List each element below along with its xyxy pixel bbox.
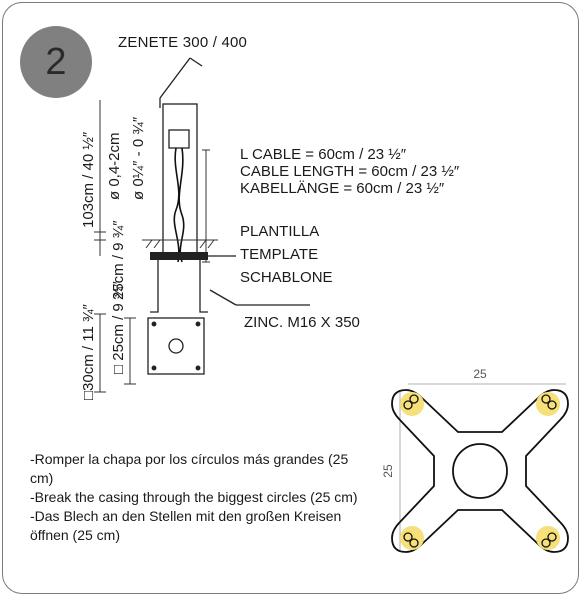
plate-center-hole [452, 443, 508, 499]
corner-hole-highlights [400, 392, 560, 550]
template-label-es: PLANTILLA [240, 223, 320, 240]
height-label: 103cm / 40 ½″ [80, 131, 97, 228]
anchor-bolts [150, 260, 310, 313]
corner-holes [403, 394, 557, 548]
cable-diameter-in-label: ø 0¼″ - 0 ¾″ [130, 116, 147, 200]
template-plate [150, 252, 208, 260]
step-number-badge: 2 [20, 26, 92, 98]
anchor-square-label: 25cm / 9 ¾″ [110, 220, 127, 300]
lamp-head-outline [159, 57, 203, 108]
model-title: ZENETE 300 / 400 [118, 34, 248, 51]
note-de: -Das Blech an den Stellen mit den großen… [30, 508, 342, 543]
plate-outline [391, 389, 569, 553]
height-dimension [94, 100, 106, 256]
template-label-en: TEMPLATE [240, 246, 319, 263]
cable-length-dimension [202, 149, 210, 263]
plate-width-label: 25 [473, 367, 487, 381]
template-label-block: PLANTILLA TEMPLATE SCHABLONE [240, 220, 333, 289]
cable-length-de: KABELLÄNGE = 60cm / 23 ½″ [240, 180, 445, 197]
template-label-de: SCHABLONE [240, 269, 333, 286]
ground-hatch [142, 239, 218, 249]
cable-length-block: L CABLE = 60cm / 23 ½″ CABLE LENGTH = 60… [240, 146, 459, 197]
note-es: -Romper la chapa por los círculos más gr… [30, 451, 349, 486]
note-en: -Break the casing through the biggest ci… [30, 489, 358, 505]
base-square-outer-label: □30cm / 11 ¾″ [80, 304, 97, 400]
instruction-notes: -Romper la chapa por los círculos más gr… [30, 450, 370, 545]
cable-length-en: CABLE LENGTH = 60cm / 23 ½″ [240, 163, 460, 180]
cable-diameter-cm-label: ø 0,4-2cm [106, 132, 123, 200]
anchor-bolt-label: ZINC. M16 X 350 [244, 314, 360, 331]
anchor-plate-template: 25 25 [381, 367, 569, 553]
pole-outline [162, 103, 198, 255]
cable-line [173, 147, 185, 263]
instruction-panel-frame [2, 2, 579, 594]
cable-length-es: L CABLE = 60cm / 23 ½″ [240, 146, 407, 163]
base-plan-square [147, 317, 205, 375]
plate-height-label: 25 [381, 464, 395, 478]
anchor-depth-dimension [94, 313, 136, 393]
